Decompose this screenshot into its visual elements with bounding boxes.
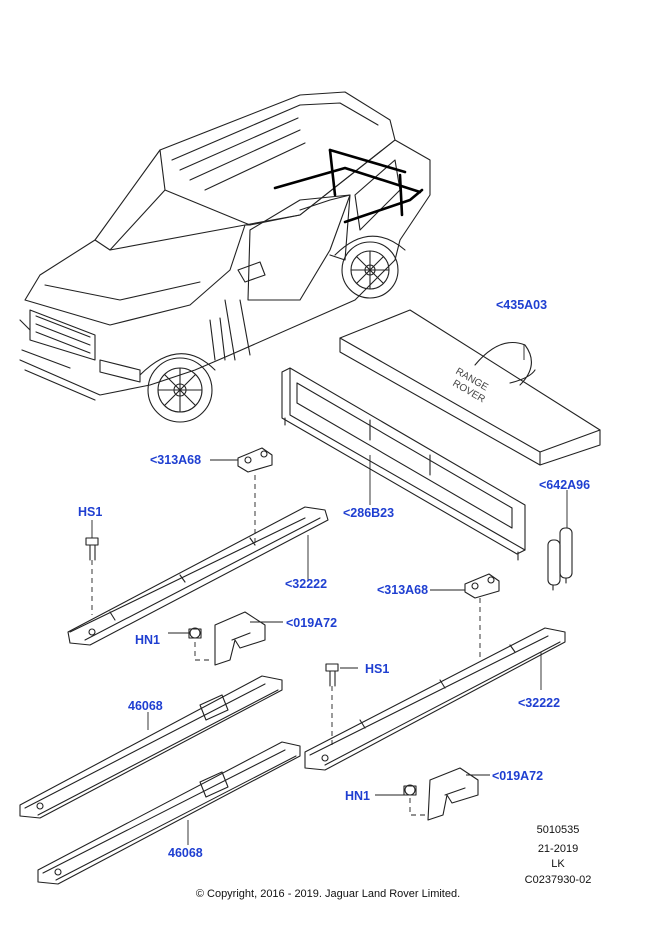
barrier-frame-illustration: [281, 367, 526, 561]
callout-hs1-right[interactable]: HS1: [365, 662, 390, 676]
ref-line-3: LK: [551, 858, 565, 870]
rail-lower-1: [19, 675, 283, 819]
bracket-019A72-left: [214, 611, 266, 666]
callout-32222-left[interactable]: <32222: [285, 577, 328, 591]
rail-right: [304, 627, 566, 771]
leader-lines: [91, 344, 568, 845]
callout-32222-right[interactable]: <32222: [518, 696, 561, 710]
callout-435A03[interactable]: <435A03: [496, 298, 548, 312]
bolt-hs1-right: [325, 663, 339, 687]
clip-313A68-right: [464, 573, 500, 599]
callout-313A68-upper[interactable]: <313A68: [150, 453, 202, 467]
ref-line-1: 5010535: [536, 824, 580, 836]
ref-line-2: 21-2019: [537, 843, 579, 855]
callout-019A72-left[interactable]: <019A72: [286, 616, 338, 630]
callout-313A68-right[interactable]: <313A68: [377, 583, 429, 597]
bolt-hs1-left: [85, 537, 99, 561]
callout-hs1-left[interactable]: HS1: [78, 505, 103, 519]
callout-019A72-right[interactable]: <019A72: [492, 769, 544, 783]
vehicle-illustration: [19, 91, 431, 423]
callout-286B23[interactable]: <286B23: [343, 506, 395, 520]
callout-46068-upper[interactable]: 46068: [128, 699, 163, 713]
ref-line-4: C0237930-02: [524, 874, 592, 886]
bracket-019A72-right: [427, 767, 479, 821]
callout-46068-lower[interactable]: 46068: [168, 846, 203, 860]
rail-lower-2: [37, 741, 301, 885]
storage-bag-illustration: [339, 309, 601, 466]
clip-313A68-upper: [237, 447, 273, 473]
nut-hn1-left: [188, 627, 202, 639]
rail-left-upper: [67, 506, 329, 646]
nut-hn1-right: [403, 784, 417, 796]
callout-hn1-right[interactable]: HN1: [345, 789, 371, 803]
gas-strut-illustration: [547, 527, 573, 591]
copyright-notice: © Copyright, 2016 - 2019. Jaguar Land Ro…: [195, 888, 461, 900]
callout-642A96[interactable]: <642A96: [539, 478, 591, 492]
callout-hn1-left[interactable]: HN1: [135, 633, 161, 647]
